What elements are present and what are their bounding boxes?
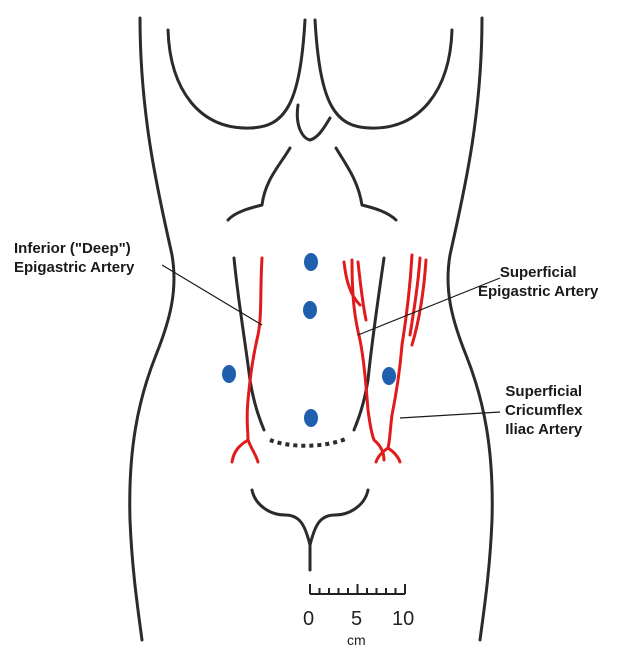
marker-dot-lower [304, 409, 318, 427]
incision-dashed-line [270, 438, 348, 446]
marker-dot-left [222, 365, 236, 383]
label-superficial-epigastric-artery: Superficial Epigastric Artery [478, 263, 598, 301]
label-superficial-epigastric-line-1: Superficial [478, 263, 598, 282]
label-inferior-epigastric-artery: Inferior ("Deep") Epigastric Artery [14, 239, 134, 277]
label-superficial-circumflex-artery: Superficial Cricumflex Iliac Artery [505, 382, 583, 439]
right-ribcage [336, 148, 396, 220]
inferior-epigastric-branch [248, 440, 258, 462]
scale-unit: cm [347, 632, 366, 648]
label-circumflex-line-1: Superficial [505, 382, 583, 401]
sternum-notch [297, 105, 330, 140]
label-inferior-line-2: Epigastric Artery [14, 258, 134, 277]
leader-line-inferior [162, 265, 262, 325]
label-circumflex-line-2: Cricumflex [505, 401, 583, 420]
label-superficial-epigastric-line-2: Epigastric Artery [478, 282, 598, 301]
marker-dot-middle [303, 301, 317, 319]
scale-tick-0: 0 [303, 609, 314, 629]
marker-dot-right [382, 367, 396, 385]
right-chest-contour [315, 20, 452, 128]
superficial-circumflex-artery [388, 255, 412, 462]
scale-bar [310, 584, 405, 594]
label-circumflex-line-3: Iliac Artery [505, 420, 583, 439]
torso-right-outline [448, 18, 492, 640]
superficial-epigastric-branch-b [358, 262, 366, 320]
torso-left-outline [130, 18, 174, 640]
label-inferior-line-1: Inferior ("Deep") [14, 239, 134, 258]
left-ribcage [228, 148, 290, 220]
marker-dot-upper [304, 253, 318, 271]
left-chest-contour [168, 20, 305, 128]
pubic-contour [252, 490, 368, 545]
scale-tick-10: 10 [392, 609, 414, 629]
scale-tick-5: 5 [351, 609, 362, 629]
